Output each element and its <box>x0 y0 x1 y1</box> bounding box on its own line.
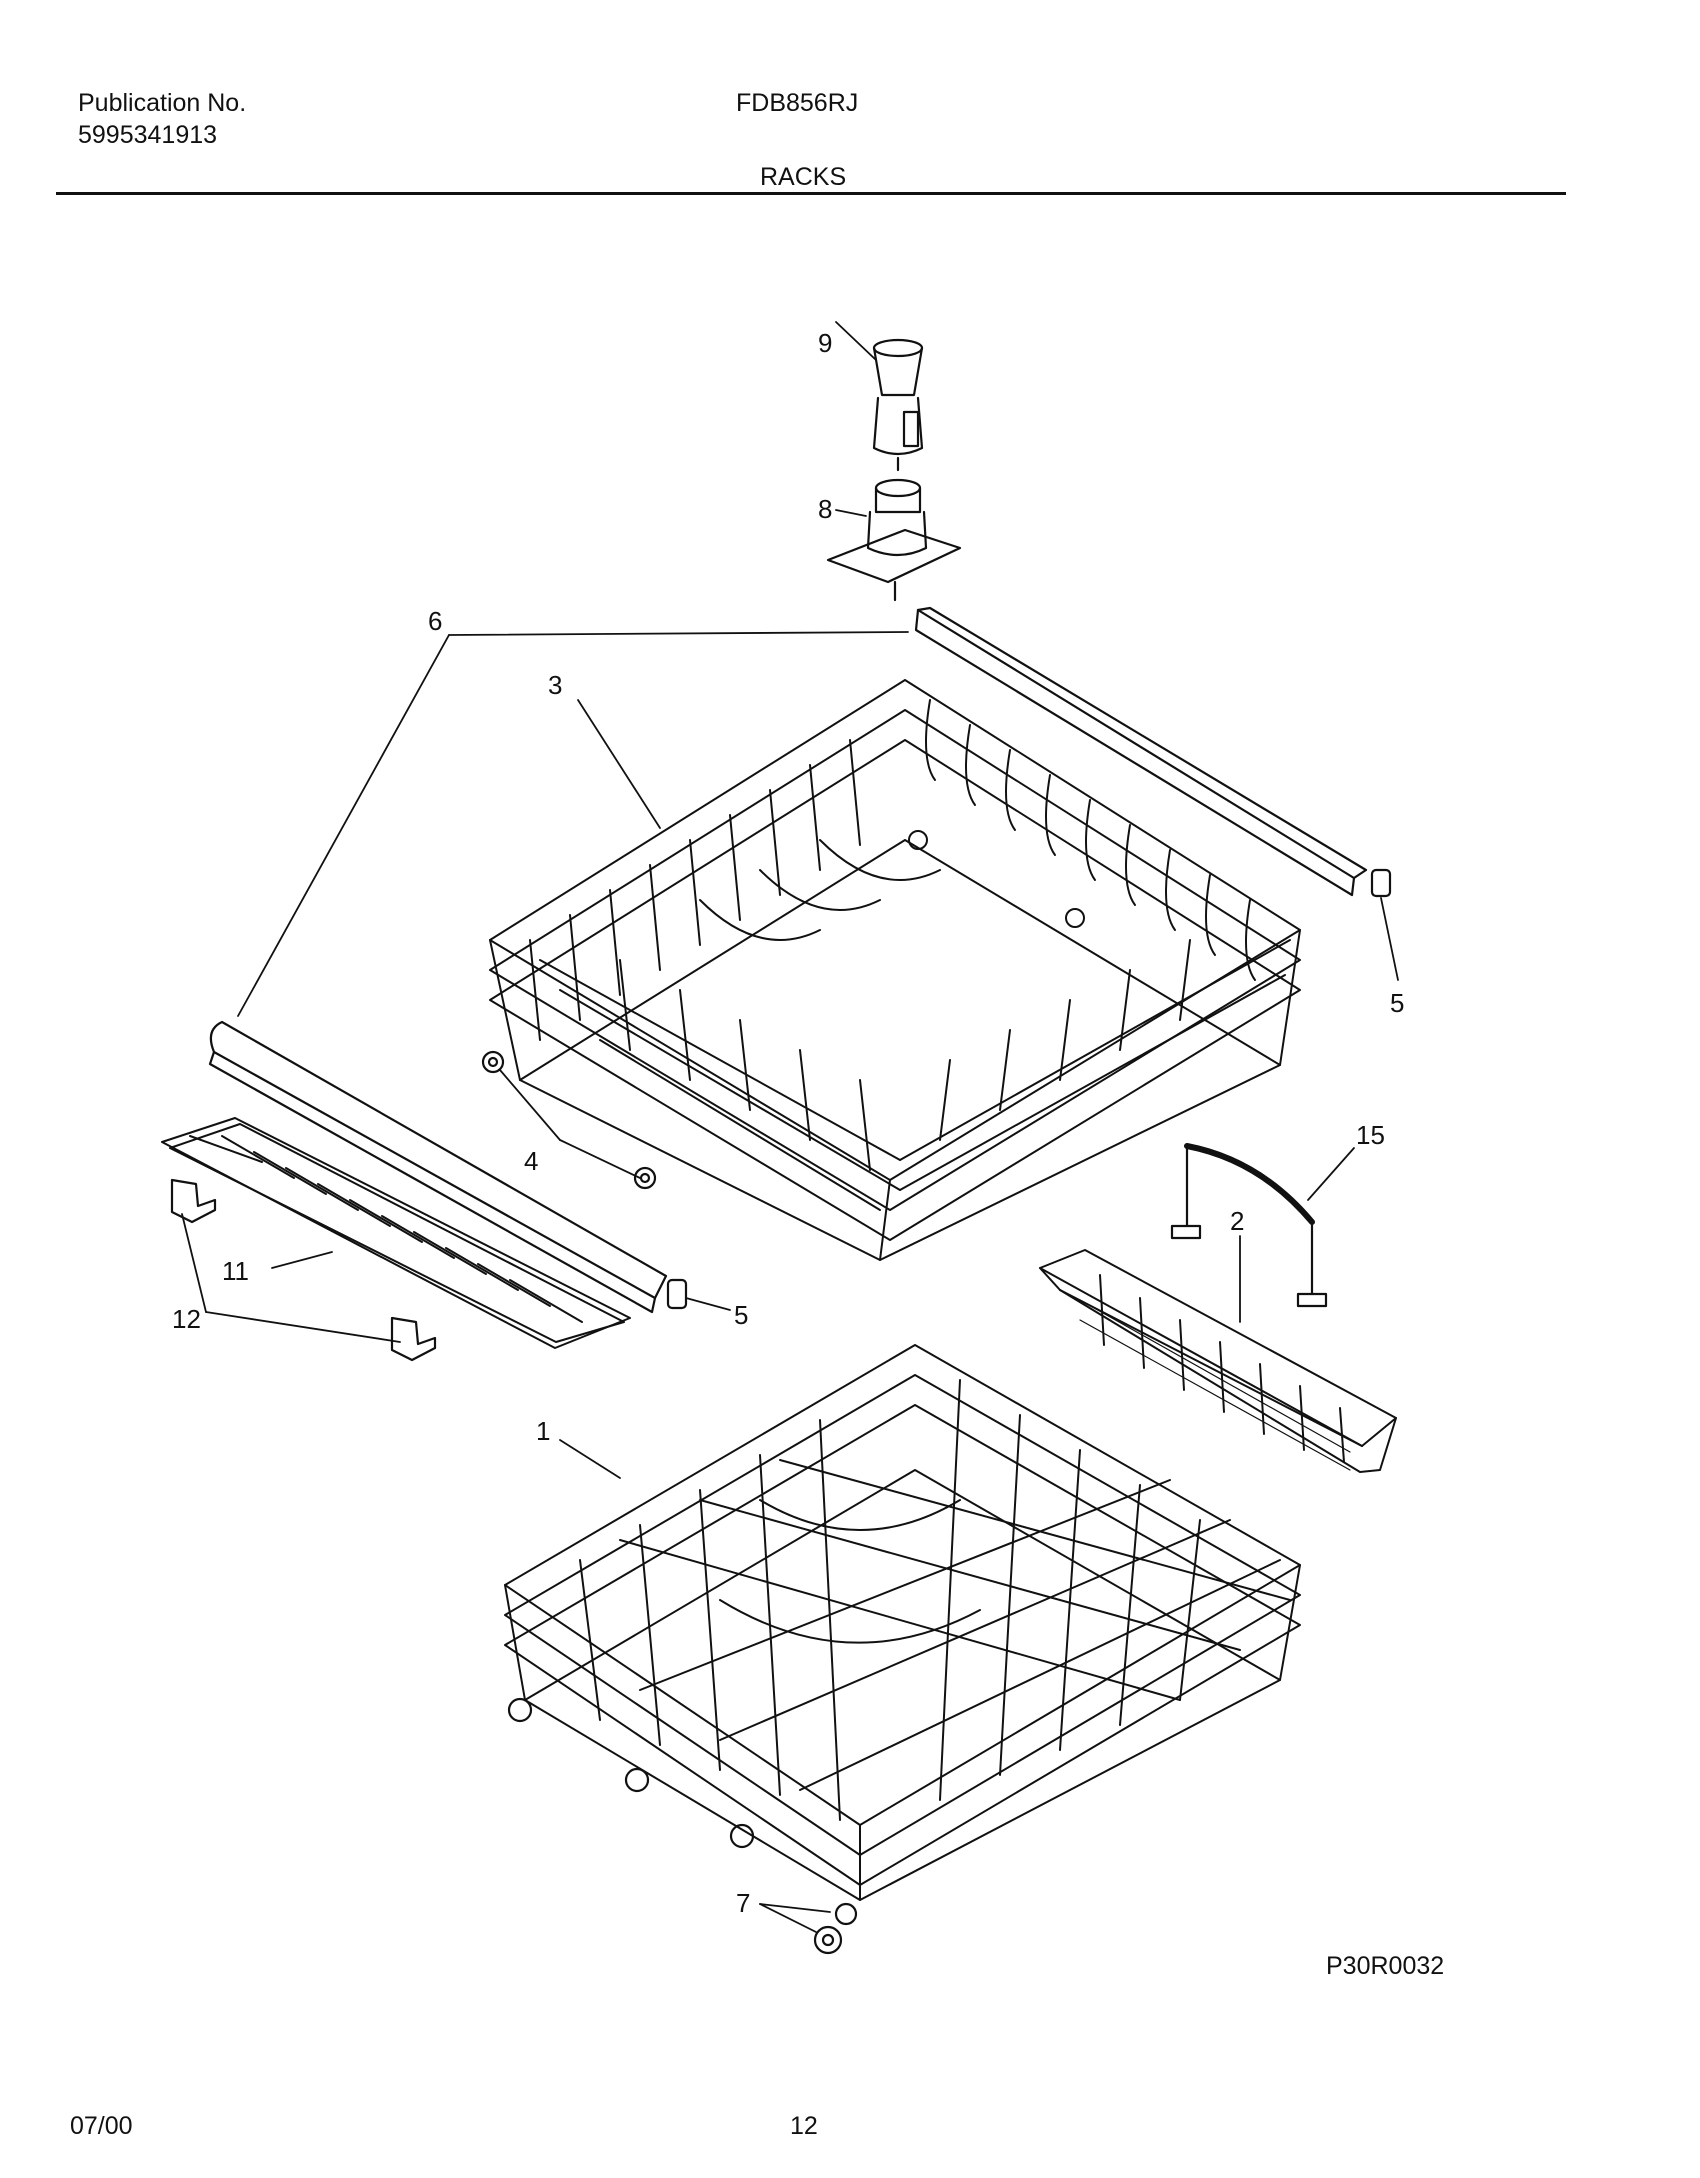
part-15-handle <box>1170 1143 1328 1308</box>
callout-1: 1 <box>536 1416 550 1446</box>
callout-15: 15 <box>1356 1120 1385 1150</box>
part-2-silverware-basket <box>1039 1249 1397 1473</box>
part-12-clip-upper <box>170 1178 217 1224</box>
part-7-wheel-and-axle <box>813 1902 858 1955</box>
footer-date: 07/00 <box>70 2112 133 2140</box>
part-1-lower-rack <box>504 1344 1301 1901</box>
section-title: RACKS <box>760 163 847 191</box>
publication-number: 5995341913 <box>78 121 218 149</box>
callout-3: 3 <box>548 670 562 700</box>
callout-4: 4 <box>524 1146 538 1176</box>
model-number: FDB856RJ <box>736 89 859 117</box>
part-6-rail-left <box>208 1020 668 1314</box>
callout-9: 9 <box>818 328 832 358</box>
part-6-rail-right <box>914 606 1368 897</box>
callout-6: 6 <box>428 606 442 636</box>
lower-rack-wheels <box>507 1697 755 1849</box>
callout-7: 7 <box>736 1888 750 1918</box>
callout-12: 12 <box>172 1304 201 1334</box>
diagram-code: P30R0032 <box>1326 1952 1445 1980</box>
callout-2: 2 <box>1230 1206 1244 1236</box>
page-number: 12 <box>790 2112 818 2140</box>
leader-lines <box>181 321 1399 1933</box>
part-12-clip-lower <box>390 1316 437 1362</box>
callout-5-right: 5 <box>1390 988 1404 1018</box>
part-11-shelf <box>161 1117 631 1349</box>
part-9-nozzle <box>872 338 924 472</box>
callout-8: 8 <box>818 494 832 524</box>
part-5-end-cap-left <box>666 1278 688 1310</box>
part-5-end-cap-right <box>1370 868 1392 898</box>
part-8-nozzle-base <box>826 478 962 602</box>
part-4-wheels <box>481 1050 657 1190</box>
publication-label: Publication No. <box>78 89 247 117</box>
callout-5-left: 5 <box>734 1300 748 1330</box>
header-rule <box>56 192 1566 195</box>
callout-11: 11 <box>222 1256 249 1286</box>
part-3-upper-rack <box>489 679 1301 1261</box>
